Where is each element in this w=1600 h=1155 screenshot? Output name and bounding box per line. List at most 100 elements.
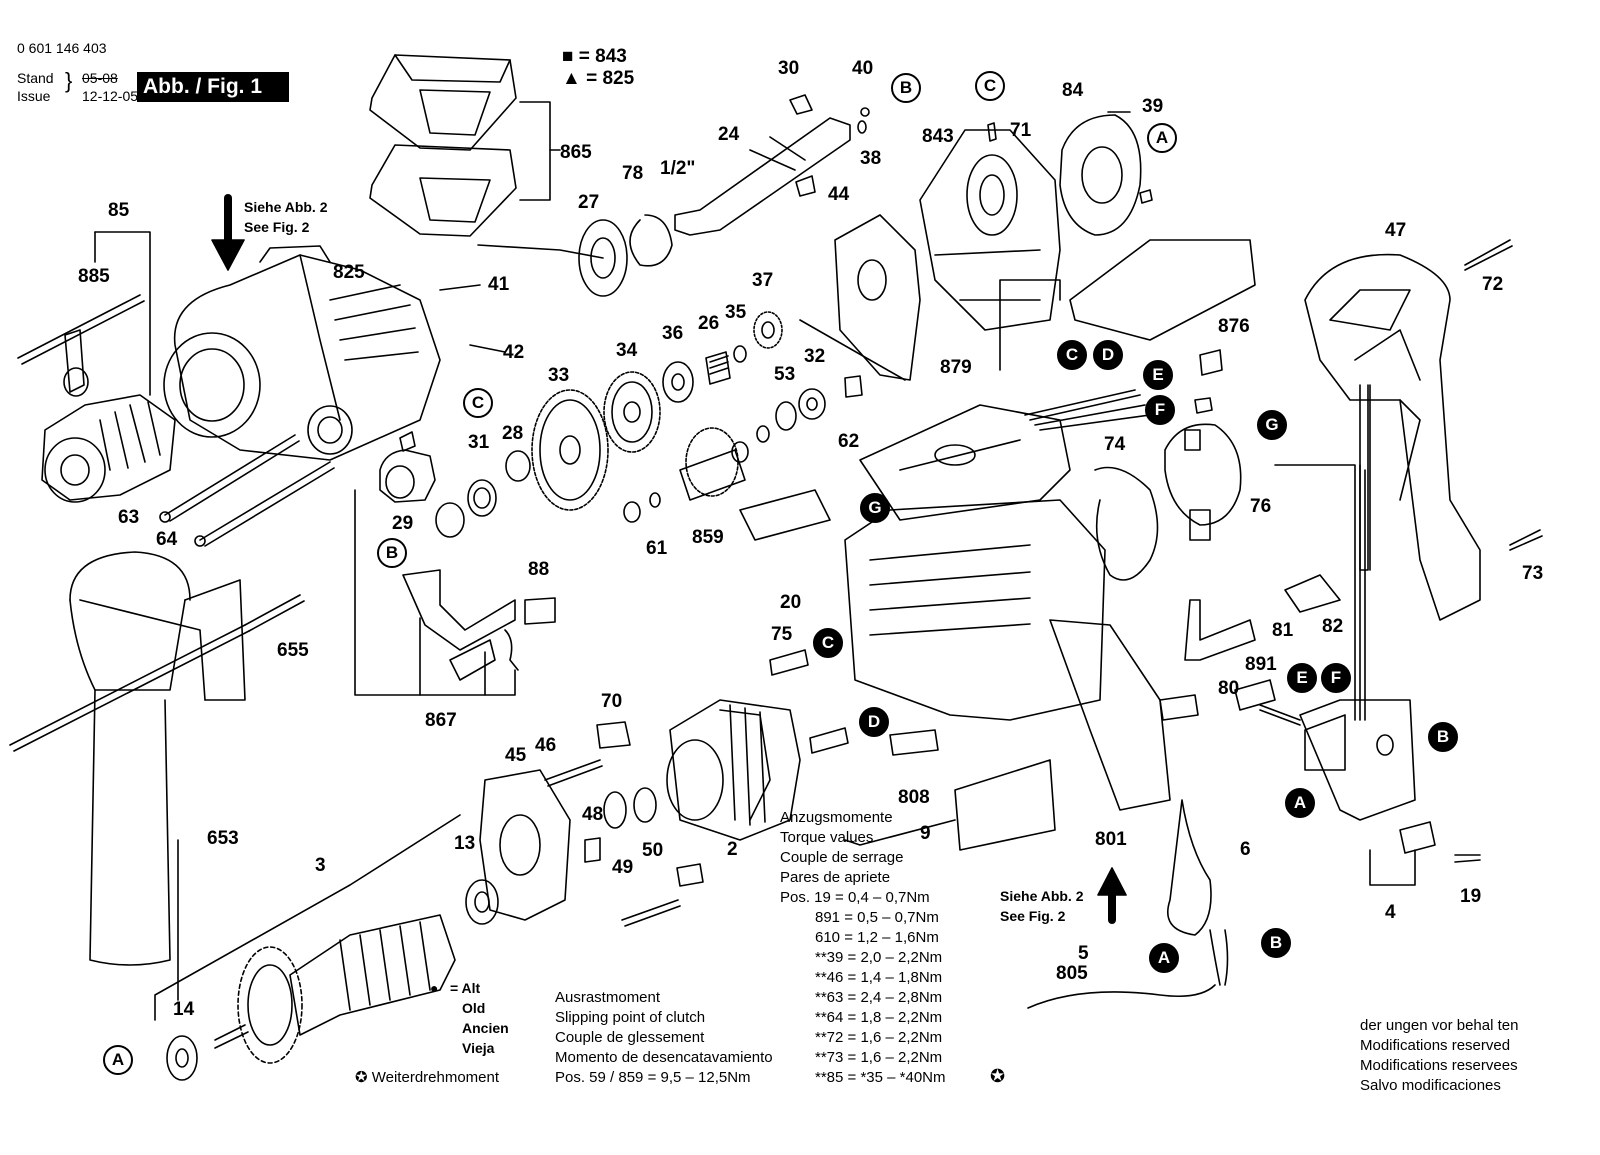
chuck-85	[17, 231, 176, 503]
callout-c: C	[1057, 340, 1087, 370]
stand-date-old: 05-08	[82, 70, 118, 86]
part-label-73: 73	[1522, 563, 1544, 584]
callout-b: B	[1261, 928, 1291, 958]
old-legend-1: Old	[462, 1000, 486, 1016]
part-label-64: 64	[156, 529, 178, 550]
part-label-3: 3	[315, 855, 326, 876]
callout-g: G	[1257, 410, 1287, 440]
modifications-0: der ungen vor behal ten	[1360, 1017, 1519, 1034]
switch-4	[1299, 699, 1436, 886]
see-fig2-top-de: Siehe Abb. 2	[244, 199, 328, 215]
brush-holder-76	[1164, 423, 1242, 541]
part-label-31: 31	[468, 432, 490, 453]
part-label-74: 74	[1104, 434, 1126, 455]
callout-e: E	[1143, 360, 1173, 390]
brace-glyph: }	[65, 68, 73, 93]
part-label-867: 867	[425, 710, 457, 731]
shaft-859	[679, 427, 749, 501]
clutch-line-2: Couple de glessement	[555, 1029, 705, 1046]
part-label-30: 30	[778, 58, 800, 79]
part-label-80: 80	[1218, 678, 1240, 699]
part-label-865: 865	[560, 142, 592, 163]
handle-47	[1304, 253, 1481, 621]
part-label-85: 85	[108, 200, 130, 221]
callout-c: C	[463, 388, 493, 418]
old-legend-0: = Alt	[450, 980, 481, 996]
part-label-885: 885	[78, 266, 110, 287]
part-label-88: 88	[528, 559, 550, 580]
callout-b: B	[377, 538, 407, 568]
part-label-61: 61	[646, 538, 668, 559]
part-label-32: 32	[804, 346, 826, 367]
torque-row-7: **72 = 1,6 – 2,2Nm	[815, 1029, 943, 1046]
part-label-75: 75	[771, 624, 793, 645]
part-label-14: 14	[173, 999, 195, 1020]
motor-housing	[844, 404, 1171, 811]
old-legend-3: Vieja	[462, 1040, 495, 1056]
part-label-655: 655	[277, 640, 309, 661]
part-label-801: 801	[1095, 829, 1127, 850]
callout-a: A	[103, 1045, 133, 1075]
part-label-27: 27	[578, 192, 600, 213]
part-label-36: 36	[662, 323, 684, 344]
callout-e: E	[1287, 663, 1317, 693]
part-label-39: 39	[1142, 96, 1164, 117]
modifications-1: Modifications reserved	[1360, 1037, 1511, 1054]
clutch-line-3: Momento de desencatavamiento	[555, 1049, 773, 1066]
flange-84	[1059, 114, 1142, 236]
see-fig2-top-en: See Fig. 2	[244, 219, 310, 235]
part-label-24: 24	[718, 124, 740, 145]
half-inch-label: 1/2"	[660, 158, 696, 179]
clutch-line-0: Ausrastmoment	[555, 989, 661, 1006]
part-label-859: 859	[692, 527, 724, 548]
callout-f: F	[1145, 395, 1175, 425]
part-label-84: 84	[1062, 80, 1084, 101]
part-label-72: 72	[1482, 274, 1504, 295]
part-label-50: 50	[642, 840, 664, 861]
torque-row-4: **46 = 1,4 – 1,8Nm	[815, 969, 943, 986]
part-label-4: 4	[1385, 902, 1396, 923]
part-number: 0 601 146 403	[17, 40, 107, 56]
screw-64	[199, 461, 335, 547]
gear-34	[603, 371, 661, 453]
part-label-29: 29	[392, 513, 414, 534]
part-label-71: 71	[1010, 120, 1032, 141]
part-label-82: 82	[1322, 616, 1344, 637]
torque-heading-2: Couple de serrage	[780, 849, 904, 866]
part-label-28: 28	[502, 423, 524, 444]
callout-b: B	[891, 73, 921, 103]
callout-g: G	[860, 493, 890, 523]
weiterdreh-legend: ✪ Weiterdrehmoment	[355, 1069, 500, 1086]
callout-a: A	[1285, 788, 1315, 818]
part-label-38: 38	[860, 148, 882, 169]
field-coil-2	[666, 699, 801, 841]
part-label-45: 45	[505, 745, 527, 766]
part-label-62: 62	[838, 431, 860, 452]
issue-label: Issue	[17, 88, 51, 104]
callout-c: C	[975, 71, 1005, 101]
callout-d: D	[859, 707, 889, 737]
callout-d: D	[1093, 340, 1123, 370]
part-label-49: 49	[612, 857, 634, 878]
part-label-33: 33	[548, 365, 570, 386]
figure-label: Abb. / Fig. 1	[137, 72, 289, 102]
part-label-6: 6	[1240, 839, 1251, 860]
housing-843	[919, 129, 1061, 331]
torque-row-5: **63 = 2,4 – 2,8Nm	[815, 989, 943, 1006]
callout-a: A	[1149, 943, 1179, 973]
part-label-53: 53	[774, 364, 796, 385]
part-label-37: 37	[752, 270, 774, 291]
part-label-805: 805	[1056, 963, 1088, 984]
gear-37	[753, 311, 783, 349]
part-label-46: 46	[535, 735, 557, 756]
part-label-876: 876	[1218, 316, 1250, 337]
part-label-13: 13	[454, 833, 476, 854]
cover-plates-865	[369, 54, 561, 237]
old-legend-dot: ●	[430, 980, 439, 996]
modifications-3: Salvo modificaciones	[1360, 1077, 1501, 1094]
weiterdreh-icon: ✪	[990, 1066, 1006, 1086]
torque-row-1: 891 = 0,5 – 0,7Nm	[815, 909, 939, 926]
gear-housing-825	[163, 245, 441, 461]
part-label-26: 26	[698, 313, 720, 334]
